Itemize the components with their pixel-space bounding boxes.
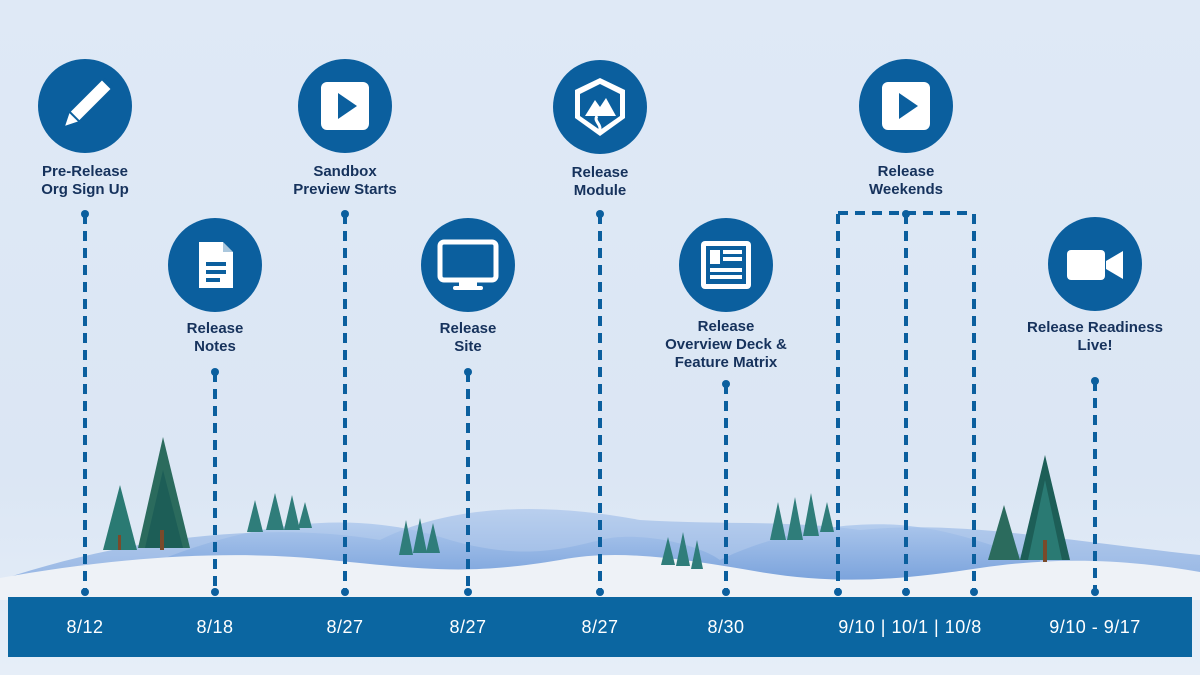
play-icon [321,82,369,130]
milestone-date: 8/27 [581,617,619,637]
connector-dot [81,210,89,218]
connector-dot [596,210,604,218]
milestone-date: 9/10 - 9/17 [1049,617,1141,637]
connector-dot [464,588,472,596]
video-camera-icon [1067,250,1123,280]
milestone-icon-circle [298,59,392,153]
milestone-date: 8/12 [66,617,104,637]
dotted-connectors [81,210,1099,596]
connector-dot [722,588,730,596]
milestone-label: Release Site [439,320,497,355]
milestone-icon-circle [1048,217,1142,311]
milestone-label: Sandbox Preview Starts [293,163,397,198]
milestone-icon-circle [38,59,132,153]
trees-left [103,437,440,555]
milestone-label: Release Readiness Live! [1027,319,1163,354]
milestone-icon-circle [168,218,262,312]
connector-dot [834,588,842,596]
connector-dot [970,588,978,596]
play-icon [882,82,930,130]
milestone-date: 8/27 [449,617,487,637]
milestone-date: 8/27 [326,617,364,637]
milestone-icon-circle [421,218,515,312]
connector-dot [464,368,472,376]
milestone-label: Release Notes [186,320,244,355]
trailhead-badge-icon [575,78,625,136]
milestone-date: 9/10 | 10/1 | 10/8 [838,617,982,637]
milestone-label: Release Weekends [869,163,943,198]
connector-dot [1091,588,1099,596]
connector-dot [902,588,910,596]
milestone-date: 8/18 [196,617,234,637]
trees-right [661,455,1070,569]
document-icon [199,242,233,288]
connector-dot [722,380,730,388]
milestone-label: Release Module [571,164,629,199]
milestone-label: Release Overview Deck & Feature Matrix [665,318,787,371]
connector-dot [81,588,89,596]
monitor-icon [437,239,499,290]
newsletter-icon [701,241,751,289]
connector-dot [1091,377,1099,385]
connector-dot [341,210,349,218]
milestone-icon-circle [679,218,773,312]
date-bar [8,597,1192,657]
milestone-date: 8/30 [707,617,745,637]
connector-dot [596,588,604,596]
pencil-icon [65,77,114,126]
connector-dot [341,588,349,596]
milestone-label: Pre-Release Org Sign Up [41,163,129,198]
connector-dot [211,368,219,376]
milestone-icon-circle [553,60,647,154]
connector-dot [211,588,219,596]
milestone-icon-circle [859,59,953,153]
